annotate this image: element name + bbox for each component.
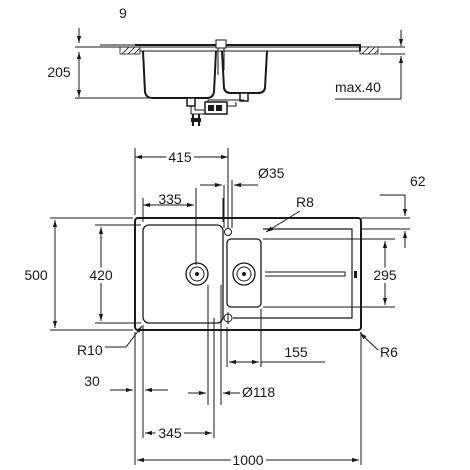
main-bowl-section bbox=[142, 50, 217, 99]
main-waste-outlet bbox=[185, 262, 209, 286]
dim-overall-depth: 500 bbox=[24, 267, 48, 283]
secondary-waste-outlet bbox=[232, 262, 256, 286]
dim-drainer-radius: R8 bbox=[296, 194, 314, 210]
dim-edge-offset: 30 bbox=[84, 373, 100, 389]
main-bowl bbox=[142, 224, 224, 324]
dim-secondary-depth: 295 bbox=[373, 267, 397, 283]
dim-waste-spacing: 345 bbox=[158, 425, 182, 441]
waste-trap bbox=[186, 92, 249, 126]
plan-view: 415 Ø35 62 335 R8 500 420 bbox=[24, 146, 426, 470]
dim-rim-thickness: 9 bbox=[119, 5, 127, 21]
section-view: 9 205 max.40 bbox=[47, 5, 405, 126]
dim-max-worktop: max.40 bbox=[335, 79, 381, 95]
dim-overall-width: 1000 bbox=[232, 452, 263, 468]
worktop-hatch-right bbox=[359, 46, 379, 55]
dim-bowl-radius: R10 bbox=[77, 342, 103, 358]
dim-bowl-depth: 420 bbox=[89, 267, 113, 283]
drainer-board bbox=[233, 228, 353, 319]
secondary-bowl bbox=[226, 238, 262, 308]
dim-tap-hole: Ø35 bbox=[258, 165, 285, 181]
secondary-bowl-section bbox=[221, 50, 268, 94]
dim-bowl-width: 335 bbox=[158, 191, 182, 207]
dim-bowl-centre-to-tap: 415 bbox=[168, 149, 192, 165]
dim-secondary-width: 155 bbox=[284, 344, 308, 360]
worktop-hatch-left bbox=[119, 46, 141, 55]
dim-cutout-diameter: Ø118 bbox=[242, 384, 275, 400]
tap-hole bbox=[224, 228, 232, 236]
dim-drain-offset: 62 bbox=[410, 173, 426, 189]
dim-depth: 205 bbox=[47, 64, 71, 80]
sink-outline bbox=[134, 217, 362, 331]
dim-outer-radius: R6 bbox=[380, 344, 398, 360]
